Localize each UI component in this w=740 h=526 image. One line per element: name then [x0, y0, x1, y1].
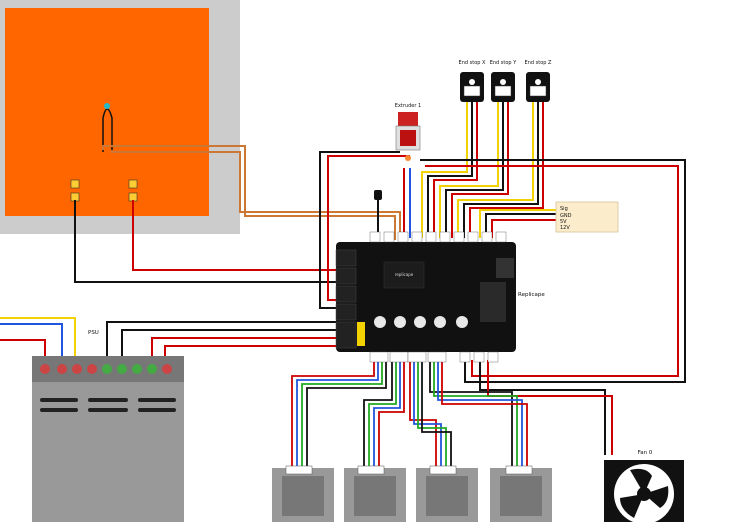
- wire-fan-black: [479, 360, 606, 455]
- pin-12v-label: 12V: [560, 225, 570, 231]
- wire-sensor-gnd: [485, 213, 558, 238]
- wire-endstop-y-gnd: [445, 100, 504, 238]
- extruder-heater-icon: [398, 112, 418, 126]
- wire-psu-yellow: [0, 317, 76, 358]
- wire-endstop-z-gnd: [463, 100, 539, 238]
- stepper-z: [416, 465, 478, 522]
- pin-gnd-label: GND: [560, 213, 572, 219]
- extruder-nozzle-icon: [405, 155, 411, 161]
- psu-body: [32, 356, 184, 522]
- pin-5v-label: 5V: [560, 219, 567, 225]
- wire-psu-v-a: [151, 337, 345, 358]
- wire-psu-gnd-b: [121, 329, 345, 358]
- endstop-z: End stop Z: [525, 60, 552, 102]
- extruder-label: Extruder 1: [395, 103, 421, 109]
- wire-bed-thermistor-1: [102, 145, 396, 240]
- wire-loop-black: [420, 159, 686, 383]
- extruder: Extruder 1: [374, 103, 421, 200]
- wire-psu-red: [0, 339, 46, 358]
- wire-endstop-z-sig: [457, 100, 534, 238]
- heatbed-plate: [5, 8, 209, 216]
- wire-psu-blue: [0, 323, 63, 358]
- sensor-connector: Sig GND 5V 12V: [555, 201, 619, 233]
- bed-thermistor-icon: [104, 103, 110, 109]
- bed-terminal-right-bottom: [128, 192, 138, 202]
- board-power-jack: [480, 282, 506, 322]
- sensor-connector-panel: [555, 201, 619, 233]
- psu-label: PSU: [88, 330, 99, 336]
- stepper-x: [272, 465, 334, 522]
- wire-endstop-x-vcc: [433, 100, 478, 238]
- wire-extruder-heater-1: [319, 151, 400, 309]
- endstop-z-label: End stop Z: [525, 60, 552, 66]
- endstop-y: End stop Y: [490, 60, 517, 102]
- bed-terminal-left-bottom: [70, 192, 80, 202]
- board-left-terminals: [335, 249, 357, 349]
- bed-terminal-left-top: [70, 179, 80, 189]
- board-logo-text: replicape: [395, 272, 414, 277]
- wire-bed-thermistor-2: [111, 150, 401, 240]
- bed-thermistor-wire: [102, 108, 113, 152]
- board-bottom-connectors: [369, 351, 499, 363]
- wire-loop-red: [425, 165, 679, 377]
- fan: Fan 0: [604, 450, 684, 524]
- wire-bed-power: [132, 200, 345, 271]
- wire-endstop-y-sig: [439, 100, 499, 238]
- board-chip: [383, 261, 425, 289]
- pin-sig-label: Sig: [560, 206, 568, 212]
- wire-endstop-y-vcc: [451, 100, 509, 238]
- heatbed: [0, 0, 240, 234]
- wire-fan-red: [487, 360, 613, 455]
- wire-psu-v-b: [164, 345, 345, 358]
- wire-bed-gnd: [74, 200, 345, 283]
- board-top-connectors: [369, 231, 507, 243]
- wire-endstop-x-gnd: [427, 100, 473, 238]
- wire-sensor-sig: [479, 209, 558, 238]
- fan-label: Fan 0: [638, 450, 653, 456]
- stepper-wires: [291, 360, 528, 468]
- stepper-y: [344, 465, 406, 522]
- endstop-y-label: End stop Y: [490, 60, 517, 66]
- wire-endstop-x-sig: [421, 100, 468, 238]
- wire-psu-gnd-a: [106, 321, 345, 358]
- board-connector-right: [496, 258, 514, 278]
- board-capacitors: [374, 316, 468, 328]
- psu: PSU: [32, 330, 184, 522]
- replicape-board: replicape Replicape: [335, 231, 545, 363]
- psu-vents: [40, 398, 176, 412]
- extruder-thermistor-icon: [374, 190, 382, 200]
- psu-terminals: [40, 364, 172, 374]
- wire-endstop-z-vcc: [469, 100, 544, 238]
- bed-terminal-right-top: [128, 179, 138, 189]
- wires: [0, 100, 686, 455]
- board-label: Replicape: [518, 292, 545, 298]
- endstop-x: End stop X: [459, 60, 486, 102]
- stepper-e: [490, 465, 552, 522]
- board-power-led: [357, 322, 365, 346]
- endstop-x-label: End stop X: [459, 60, 486, 66]
